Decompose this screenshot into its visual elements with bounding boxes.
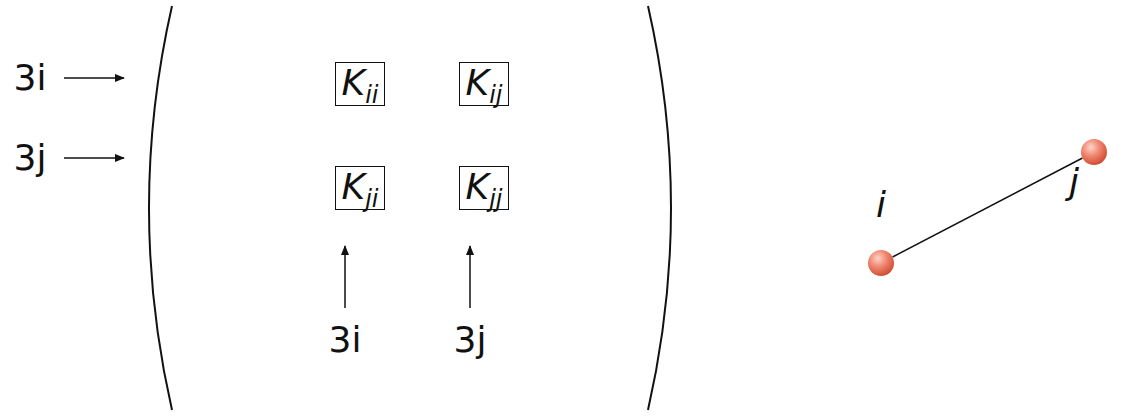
block-symbol: K xyxy=(342,166,366,207)
matrix-block: Kij xyxy=(459,62,510,106)
particle-node: i xyxy=(868,250,894,276)
index-label: 3i xyxy=(14,60,47,96)
right-parenthesis xyxy=(648,6,671,410)
left-parenthesis xyxy=(149,6,172,410)
index-label: 3i xyxy=(329,322,362,358)
matrix-block: Kii xyxy=(335,62,386,106)
block-symbol: K xyxy=(342,62,366,103)
index-label: 3j xyxy=(14,140,47,176)
particle-node: j xyxy=(1081,139,1107,165)
block-subscript: ij xyxy=(489,81,502,109)
column-arrow xyxy=(344,246,346,308)
block-symbol: K xyxy=(466,62,490,103)
index-label: 3j xyxy=(454,322,487,358)
column-arrow xyxy=(469,246,471,308)
bond-line xyxy=(893,158,1083,257)
block-subscript: ji xyxy=(365,185,378,213)
matrix-block: Kji xyxy=(335,166,386,210)
block-subscript: jj xyxy=(489,185,502,213)
matrix-block: Kjj xyxy=(459,166,510,210)
particle-label: i xyxy=(876,187,886,223)
block-subscript: ii xyxy=(365,81,378,109)
block-symbol: K xyxy=(466,166,490,207)
row-arrow xyxy=(64,157,124,159)
row-arrow xyxy=(64,77,124,79)
particle-label: j xyxy=(1069,164,1079,200)
